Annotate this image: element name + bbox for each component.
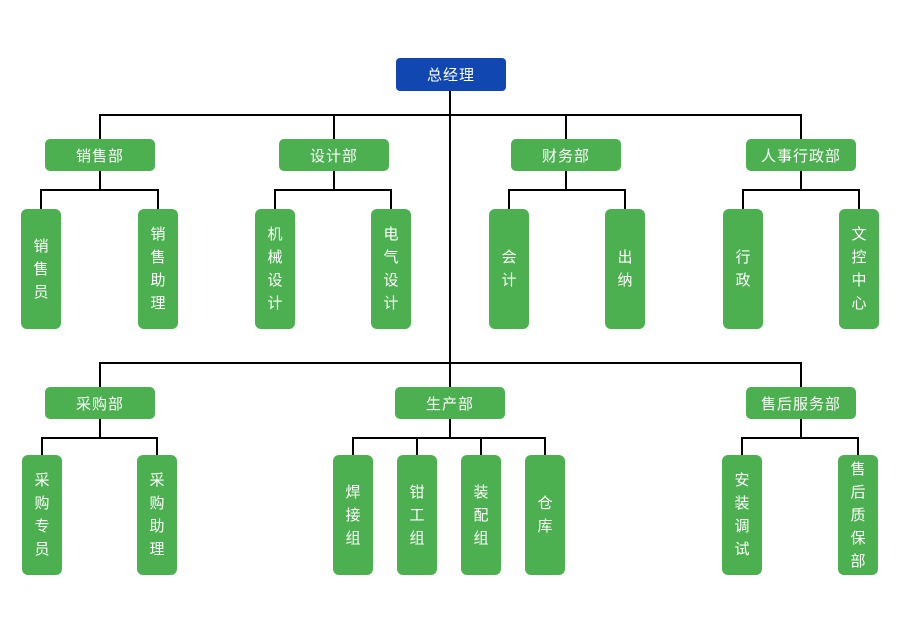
node-fitter-team-label: 钳工组 xyxy=(409,483,425,547)
node-purchasing-specialist-label: 采购专员 xyxy=(34,472,50,558)
node-document-control-center[interactable]: 文控中心 xyxy=(839,209,879,329)
node-welding-team[interactable]: 焊接组 xyxy=(333,455,373,575)
node-installation-commissioning-label: 安装调试 xyxy=(734,472,750,558)
node-sales-assistant-label: 销售助理 xyxy=(150,226,166,312)
node-purchasing-assistant[interactable]: 采购助理 xyxy=(137,455,177,575)
node-hr-admin-dept[interactable]: 人事行政部 xyxy=(746,139,856,171)
node-electrical-design-label: 电气设计 xyxy=(383,226,399,312)
node-accountant-label: 会计 xyxy=(501,249,517,289)
node-installation-commissioning[interactable]: 安装调试 xyxy=(722,455,762,575)
node-after-sales-qa-dept-label: 售后质保部 xyxy=(850,460,866,570)
node-after-sales-qa-dept[interactable]: 售后质保部 xyxy=(838,455,878,575)
node-welding-team-label: 焊接组 xyxy=(345,483,361,547)
node-purchasing-assistant-label: 采购助理 xyxy=(149,472,165,558)
node-purchasing-dept[interactable]: 采购部 xyxy=(45,387,155,419)
node-assembly-team[interactable]: 装配组 xyxy=(461,455,501,575)
node-electrical-design[interactable]: 电气设计 xyxy=(371,209,411,329)
node-finance-dept[interactable]: 财务部 xyxy=(511,139,621,171)
node-assembly-team-label: 装配组 xyxy=(473,483,489,547)
node-mechanical-design[interactable]: 机械设计 xyxy=(255,209,295,329)
node-cashier[interactable]: 出纳 xyxy=(605,209,645,329)
node-cashier-label: 出纳 xyxy=(617,249,633,289)
node-production-dept[interactable]: 生产部 xyxy=(395,387,505,419)
node-general-manager[interactable]: 总经理 xyxy=(396,58,506,91)
node-administration-label: 行政 xyxy=(735,249,751,289)
node-warehouse-label: 仓库 xyxy=(537,495,553,535)
node-accountant[interactable]: 会计 xyxy=(489,209,529,329)
node-purchasing-specialist[interactable]: 采购专员 xyxy=(22,455,62,575)
node-after-sales-dept[interactable]: 售后服务部 xyxy=(746,387,856,419)
node-fitter-team[interactable]: 钳工组 xyxy=(397,455,437,575)
node-salesperson[interactable]: 销售员 xyxy=(21,209,61,329)
node-salesperson-label: 销售员 xyxy=(33,237,49,301)
node-mechanical-design-label: 机械设计 xyxy=(267,226,283,312)
node-design-dept[interactable]: 设计部 xyxy=(279,139,389,171)
node-sales-dept[interactable]: 销售部 xyxy=(45,139,155,171)
node-document-control-center-label: 文控中心 xyxy=(851,226,867,312)
node-administration[interactable]: 行政 xyxy=(723,209,763,329)
node-sales-assistant[interactable]: 销售助理 xyxy=(138,209,178,329)
node-warehouse[interactable]: 仓库 xyxy=(525,455,565,575)
